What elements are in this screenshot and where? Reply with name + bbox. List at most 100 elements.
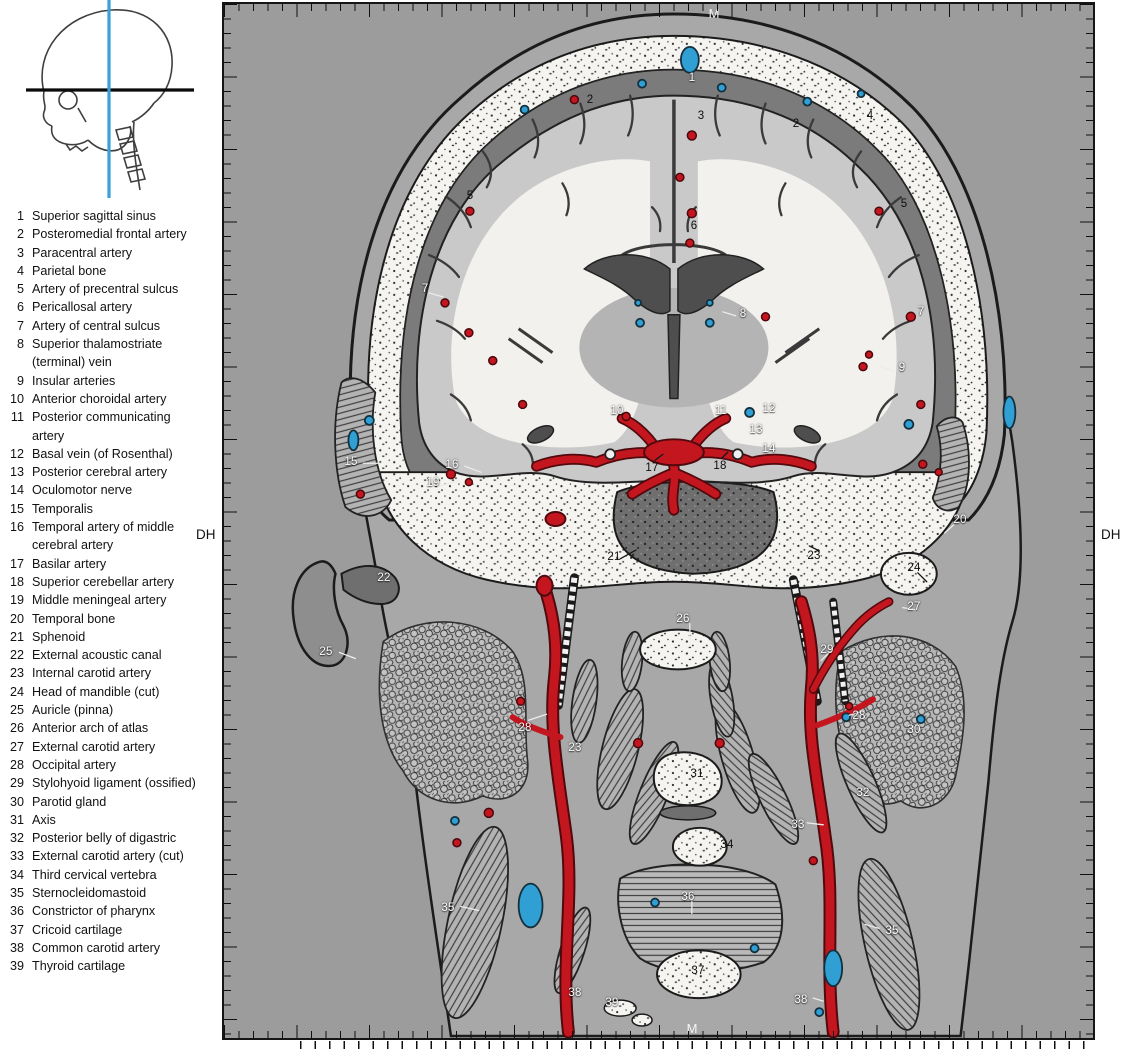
insular-sulci: [507, 327, 821, 364]
legend-item-label: Sphenoid: [32, 629, 86, 644]
temporalis-right: [931, 416, 970, 512]
figure-annotation: 18: [713, 460, 727, 472]
figure-annotation: 5: [900, 198, 908, 210]
figure-annotation: 24: [907, 562, 921, 574]
legend-item-number: 30: [9, 794, 24, 809]
figure-annotation: 23: [568, 742, 582, 754]
figure-annotation: 32: [856, 787, 870, 799]
legend-item-label: Anterior arch of atlas: [32, 721, 149, 736]
cricoid: [656, 949, 742, 1000]
legend-item-number: 7: [16, 318, 24, 333]
figure-annotation: 12: [762, 403, 776, 415]
frame-label-m-bottom: M: [686, 1021, 698, 1036]
figure-annotation: 20: [953, 514, 967, 526]
legend-item: 24 Head of mandible (cut): [6, 683, 222, 701]
legend-item-label: Basilar artery: [32, 556, 107, 571]
figure-annotation: 26: [676, 613, 690, 625]
legend-item-label: Sternocleidomastoid: [32, 885, 147, 900]
legend-item-label: Temporalis: [32, 501, 93, 516]
legend-item-label: Insular arteries: [32, 373, 116, 388]
legend-item-label: Posterior cerebral artery: [32, 465, 168, 480]
legend-item-number: 16: [9, 520, 24, 535]
figure-annotation: 33: [791, 819, 805, 831]
legend-item-label: Basal vein (of Rosenthal): [32, 446, 173, 461]
sternocleidomastoid-left: [440, 825, 509, 1019]
figure-annotation: 1: [688, 72, 696, 84]
legend-item-label: Posterior communicating artery: [32, 410, 171, 443]
legend-item: 16 Temporal artery of middle cerebral ar…: [6, 518, 222, 555]
legend-item-number: 27: [9, 739, 24, 754]
legend-item-number: 18: [9, 574, 24, 589]
legend-item-label: Pericallosal artery: [32, 300, 133, 315]
legend-item: 18 Superior cerebellar artery: [6, 573, 222, 591]
figure-annotation: 28: [518, 722, 532, 734]
legend-item-number: 39: [9, 959, 24, 974]
legend-item: 10 Anterior choroidal artery: [6, 390, 222, 408]
ruler-ticks-outside-bottom: [300, 1041, 1095, 1049]
legend-item-label: Parotid gland: [32, 794, 107, 809]
atlas-anterior-arch: [639, 628, 717, 671]
legend-item-number: 31: [9, 812, 24, 827]
c3-vertebra: [671, 826, 728, 867]
legend-item-number: 19: [9, 593, 24, 608]
legend-item-number: 5: [16, 282, 24, 297]
legend-item-label: Oculomotor nerve: [32, 483, 133, 498]
legend-item: 38 Common carotid artery: [6, 939, 222, 957]
axis: [652, 751, 723, 807]
vertebrae: [603, 628, 742, 1027]
legend-item: 30 Parotid gland: [6, 793, 222, 811]
legend-item-number: 9: [16, 373, 24, 388]
legend-item-label: Head of mandible (cut): [32, 684, 160, 699]
internal-carotid-arteries: [542, 589, 838, 1037]
legend-item-label: Axis: [32, 812, 56, 827]
circle-of-willis: [532, 414, 816, 514]
legend-item-label: Constrictor of pharynx: [32, 904, 156, 919]
legend-item-label: Occipital artery: [32, 757, 116, 772]
legend-item-number: 13: [9, 465, 24, 480]
legend-item-number: 23: [9, 666, 24, 681]
legend-item-number: 35: [9, 885, 24, 900]
figure-annotation: 2: [792, 118, 800, 130]
frame-label-m-top: M: [708, 6, 720, 21]
figure-annotation: 4: [866, 110, 874, 122]
oculomotor-nerves: [604, 448, 744, 461]
legend-item-number: 33: [9, 849, 24, 864]
sulci: [427, 94, 920, 470]
legend-item: 31 Axis: [6, 811, 222, 829]
legend-item-label: Thyroid cartilage: [32, 959, 126, 974]
mandible-head: [879, 551, 938, 596]
legend-item-number: 10: [9, 391, 24, 406]
thyroid-cartilage: [603, 999, 637, 1017]
superior-sagittal-sinus: [680, 45, 700, 74]
legend-item-label: Temporal bone: [32, 611, 116, 626]
legend-item: 20 Temporal bone: [6, 610, 222, 628]
legend-item-number: 34: [9, 867, 24, 882]
figure-annotation: 19: [426, 477, 440, 489]
figure-annotation: 37: [691, 965, 705, 977]
skull-sketch: [41, 9, 173, 191]
legend-item-label: External carotid artery (cut): [32, 849, 184, 864]
figure-annotation: 7: [917, 306, 925, 318]
legend-item: 11 Posterior communicating artery: [6, 408, 222, 445]
muscles: [334, 377, 970, 1031]
legend-item-number: 2: [16, 227, 24, 242]
corpus-callosum: [621, 243, 727, 257]
legend-item-label: Internal carotid artery: [32, 666, 151, 681]
figure-annotation: 8: [739, 308, 747, 320]
figure-annotation: 11: [714, 405, 728, 417]
figure-annotation: 2: [586, 94, 594, 106]
figure-annotation: 15: [344, 456, 358, 468]
legend-item: 15 Temporalis: [6, 500, 222, 518]
legend-item-label: Common carotid artery: [32, 940, 161, 955]
legend-list: 1 Superior sagittal sinus 2 Posteromedia…: [6, 207, 222, 975]
coronal-section-illustration: [291, 12, 1022, 1038]
intervertebral-disc: [659, 805, 717, 821]
legend-item-number: 26: [9, 721, 24, 736]
legend-item-number: 4: [16, 263, 24, 278]
legend-item: 12 Basal vein (of Rosenthal): [6, 445, 222, 463]
legend-item-number: 21: [9, 629, 24, 644]
legend-item-number: 28: [9, 757, 24, 772]
orientation-thumbnail: [26, 0, 194, 198]
legend-item-number: 32: [9, 831, 24, 846]
